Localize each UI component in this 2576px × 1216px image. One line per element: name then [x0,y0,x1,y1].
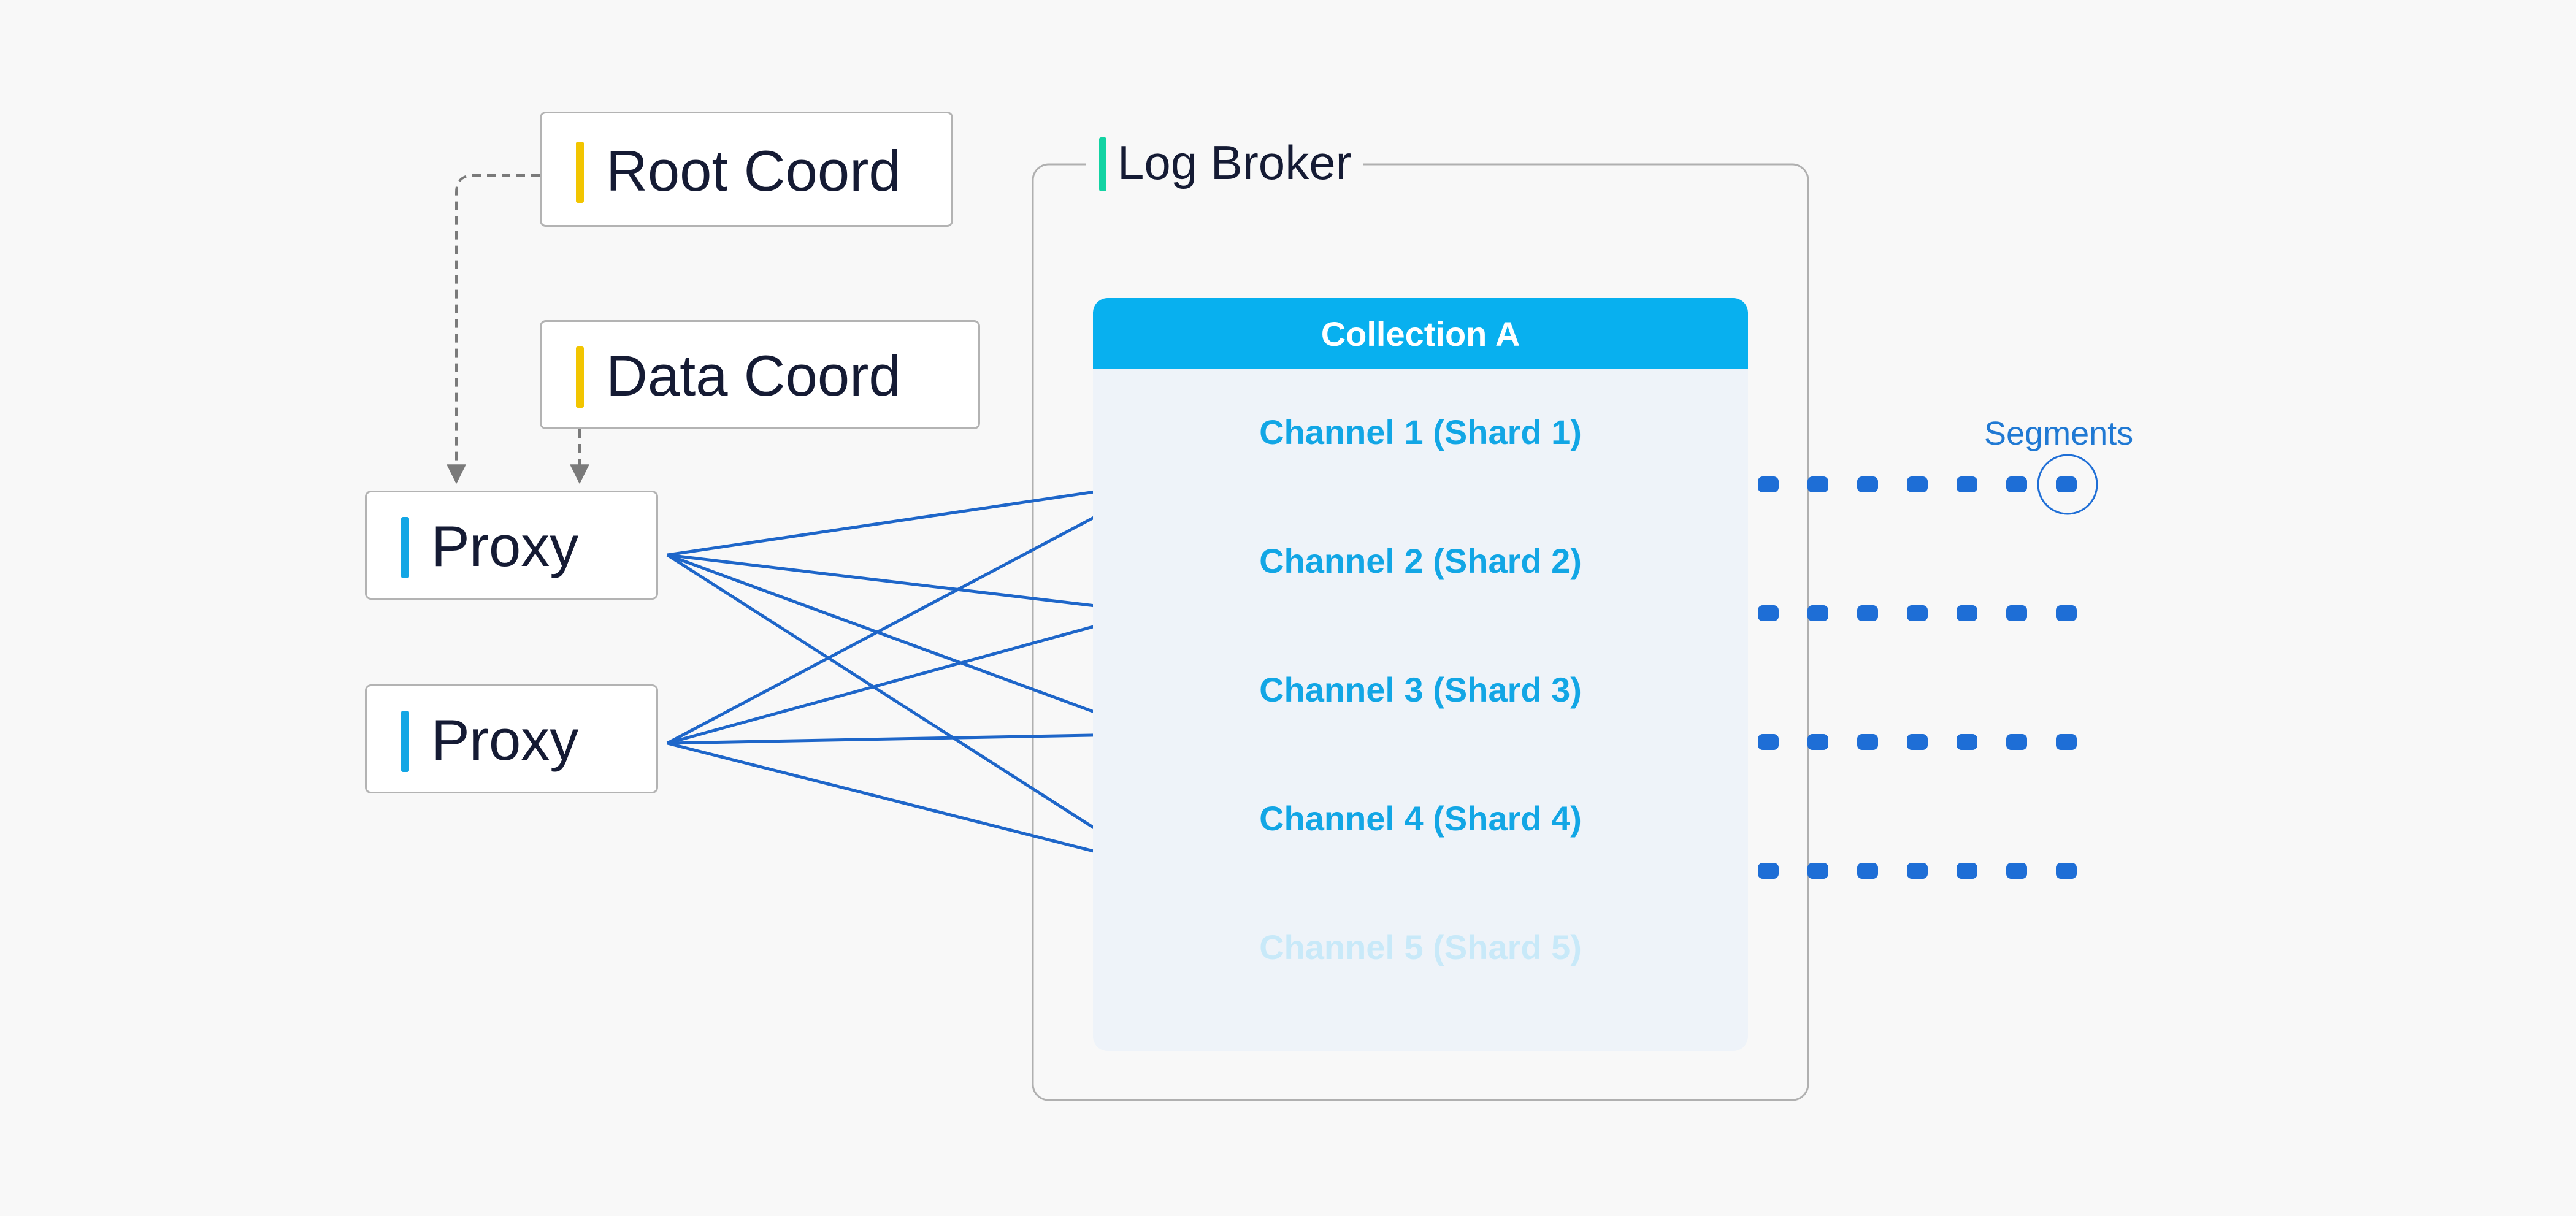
proxy-node-1: Proxy [365,491,658,600]
segment-dot-2-6 [1957,605,1977,621]
segment-dot-3-2 [1758,734,1779,750]
segment-dot-4-7 [2006,863,2027,879]
collection-body [1093,369,1748,1051]
segment-dot-2-7 [2006,605,2027,621]
segment-highlight-ring [2037,454,2098,515]
segment-dot-2-4 [1857,605,1878,621]
segment-dot-2-5 [1907,605,1928,621]
proxy-1-accent [401,517,409,578]
segment-dot-4-2 [1758,863,1779,879]
channel-label-1: Channel 1 (Shard 1) [1259,413,1582,451]
proxy-1-label: Proxy [431,514,579,578]
segment-dot-1-8 [2056,476,2077,492]
segments-label: Segments [1984,415,2134,452]
log-broker-frame [1032,163,1809,1101]
proxy-channel-arrows [666,473,1163,873]
proxy-node-2: Proxy [365,684,658,793]
root-coord-node: Root Coord [540,112,953,227]
arrow-proxy-1-to-channel-4 [666,553,1157,868]
arrow-proxy-2-to-channel-2 [667,606,1149,745]
log-broker-title-text: Log Broker [1117,136,1352,189]
segment-dot-4-6 [1957,863,1977,879]
segment-dot-2-2 [1758,605,1779,621]
segment-dot-1-2 [1758,476,1779,492]
segment-dot-1-7 [2006,476,2027,492]
root-coord-to-proxy-connector [447,174,540,484]
collection-title: Collection A [1321,314,1520,353]
arrow-proxy-2-to-channel-1 [666,480,1163,745]
channel-label-2: Channel 2 (Shard 2) [1259,541,1582,580]
arrow-proxy-2-to-channel-4 [667,741,1157,873]
proxy-2-accent [401,711,409,772]
arrow-proxy-2-to-channel-3 [667,722,1157,747]
root-coord-accent [576,142,584,203]
channel-label-5: Channel 5 (Shard 5) [1259,928,1582,966]
segment-dot-1-6 [1957,476,1977,492]
log-broker-accent [1099,137,1106,191]
arrow-proxy-1-to-channel-2 [667,553,1149,622]
segment-dot-3-5 [1907,734,1928,750]
segment-dot-4-4 [1857,863,1878,879]
arrow-proxy-1-to-channel-1 [667,473,1163,557]
segment-dot-3-3 [1807,734,1828,750]
segment-dot-2-8 [2056,605,2077,621]
segment-dot-1-4 [1857,476,1878,492]
collection-header: Collection A [1093,298,1748,369]
proxy-2-label: Proxy [431,708,579,772]
segment-dot-3-6 [1957,734,1977,750]
segment-dot-4-8 [2056,863,2077,879]
segment-dot-3-8 [2056,734,2077,750]
segment-dot-3-4 [1857,734,1878,750]
root-coord-label: Root Coord [606,139,901,203]
channel-label-4: Channel 4 (Shard 4) [1259,799,1582,838]
data-coord-node: Data Coord [540,320,980,429]
data-coord-label: Data Coord [606,343,901,408]
data-coord-accent [576,346,584,408]
arrow-proxy-1-to-channel-3 [667,553,1157,738]
segment-dot-4-5 [1907,863,1928,879]
segment-dots [1708,476,2077,879]
log-broker-title: Log Broker [1086,135,1363,191]
segment-dot-4-3 [1807,863,1828,879]
segment-dot-2-3 [1807,605,1828,621]
channel-label-3: Channel 3 (Shard 3) [1259,670,1582,709]
segment-dot-1-5 [1907,476,1928,492]
segment-dot-3-7 [2006,734,2027,750]
segment-dot-1-3 [1807,476,1828,492]
